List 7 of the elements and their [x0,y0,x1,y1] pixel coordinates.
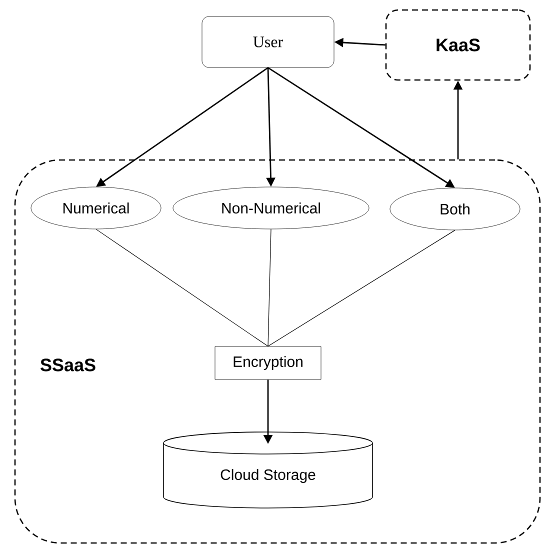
connector-line [268,230,456,347]
connector-line [96,228,268,347]
process-box: User [202,16,334,68]
service-box: KaaS [385,9,531,81]
storage-cylinder: Cloud Storage [163,432,373,508]
connector-line [268,228,272,347]
process-box: Encryption [214,346,322,380]
